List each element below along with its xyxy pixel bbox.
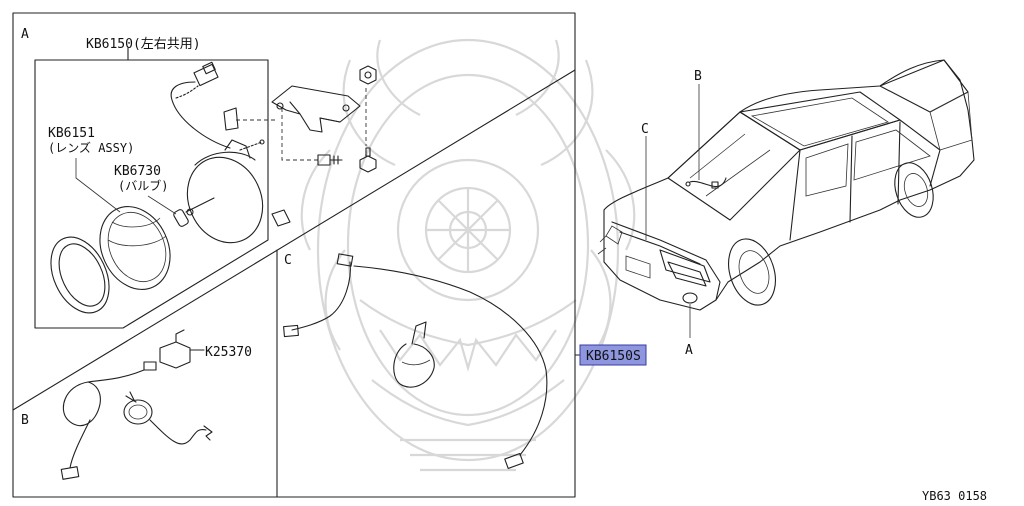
section-label-b: B xyxy=(21,413,29,428)
part-label-kb6151-desc: (レンズ ASSY) xyxy=(48,140,134,155)
section-b-harness: K25370 xyxy=(60,329,252,480)
part-label-kb6730-desc: (バルブ) xyxy=(118,178,168,193)
car-illustration xyxy=(597,59,975,338)
harness-loop-clamp xyxy=(393,321,435,388)
highlighted-part-number[interactable]: KB6150S xyxy=(579,344,647,366)
lamp-housing xyxy=(186,139,264,244)
lamp-pigtail-harness xyxy=(170,61,265,151)
lamp-trim-ring xyxy=(50,236,110,314)
part-label-k25370: K25370 xyxy=(205,345,252,360)
highlight-box[interactable] xyxy=(579,344,647,366)
part-label-kb6151: KB6151 xyxy=(48,126,95,141)
bolt-vertical xyxy=(359,147,377,173)
section-c-harness xyxy=(283,253,548,469)
section-label-c: C xyxy=(284,253,292,268)
car-callout-b: B xyxy=(694,69,702,84)
diagram-frame xyxy=(12,12,581,498)
diagram-code: YB63 0158 xyxy=(922,489,987,503)
section-a-fog-lamp xyxy=(34,47,377,329)
harness-clamp xyxy=(123,391,153,425)
part-label-kb6150: KB6150(左右共用) xyxy=(86,37,201,52)
section-label-a: A xyxy=(21,27,29,42)
car-callout-a: A xyxy=(685,343,693,358)
relay-connector xyxy=(143,329,205,371)
clip xyxy=(271,209,291,227)
nut xyxy=(359,65,377,85)
car-callout-c: C xyxy=(641,122,649,137)
highlight-label[interactable]: KB6150S xyxy=(586,349,641,364)
lens-assembly xyxy=(99,206,171,290)
bulb xyxy=(173,197,215,227)
bolt xyxy=(317,154,343,166)
mounting-bracket xyxy=(223,85,367,161)
part-label-kb6730: KB6730 xyxy=(114,164,161,179)
samurai-watermark xyxy=(300,38,636,472)
